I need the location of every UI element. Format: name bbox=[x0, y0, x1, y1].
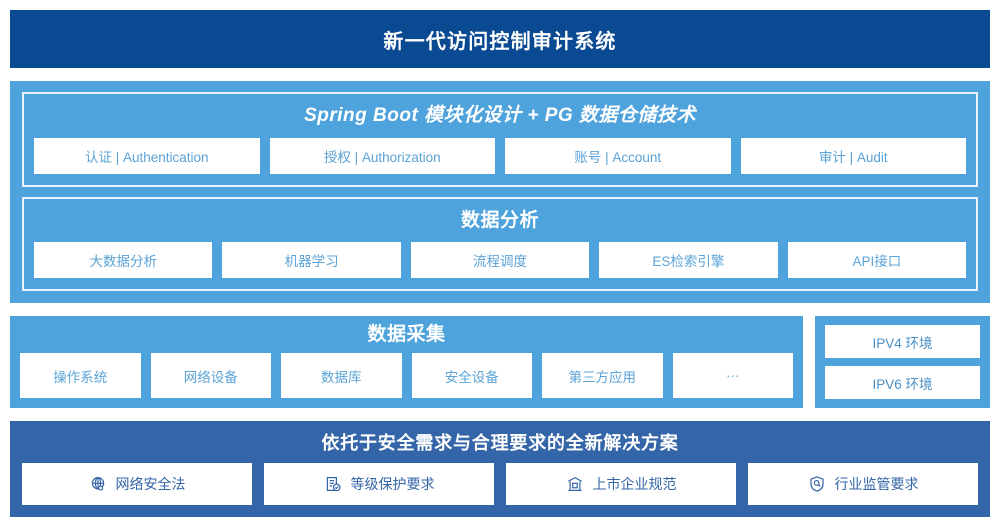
document-check-icon bbox=[324, 475, 342, 493]
card-industry-regulation[interactable]: 行业监管要求 bbox=[748, 463, 978, 506]
card-audit[interactable]: 审计 | Audit bbox=[740, 137, 966, 174]
shield-search-icon bbox=[808, 475, 826, 493]
globe-icon bbox=[89, 475, 107, 493]
card-label: 网络安全法 bbox=[115, 476, 186, 493]
data-collection-panel: 数据采集 操作系统 网络设备 数据库 安全设备 第三方应用 ··· bbox=[10, 316, 803, 409]
compliance-panel: 依托于安全需求与合理要求的全新解决方案 网络安全法 bbox=[10, 421, 990, 518]
header-bar: 新一代访问控制审计系统 bbox=[10, 10, 990, 68]
platform-panel: Spring Boot 模块化设计 + PG 数据仓储技术 认证 | Authe… bbox=[10, 81, 990, 304]
card-row-data-analysis: 大数据分析 机器学习 流程调度 ES检索引擎 API接口 bbox=[34, 242, 967, 279]
compliance-card-row: 网络安全法 等级保护要求 bbox=[22, 463, 978, 506]
card-label: 等级保护要求 bbox=[350, 476, 435, 493]
card-label: 行业监管要求 bbox=[834, 476, 919, 493]
collection-row: 数据采集 操作系统 网络设备 数据库 安全设备 第三方应用 ··· IPV4 环… bbox=[10, 316, 990, 409]
card-network-device[interactable]: 网络设备 bbox=[150, 352, 271, 399]
card-api-interface[interactable]: API接口 bbox=[787, 242, 967, 279]
group-spring-boot: Spring Boot 模块化设计 + PG 数据仓储技术 认证 | Authe… bbox=[22, 92, 978, 187]
card-machine-learning[interactable]: 机器学习 bbox=[222, 242, 401, 279]
card-more-ellipsis[interactable]: ··· bbox=[672, 352, 793, 399]
card-cybersecurity-law[interactable]: 网络安全法 bbox=[22, 463, 252, 506]
card-account[interactable]: 账号 | Account bbox=[505, 137, 731, 174]
group-title-data-collection: 数据采集 bbox=[367, 324, 446, 346]
card-label: 上市企业规范 bbox=[592, 476, 677, 493]
bank-building-icon bbox=[566, 475, 584, 493]
group-title-spring-boot: Spring Boot 模块化设计 + PG 数据仓储技术 bbox=[304, 105, 696, 126]
card-row-data-collection: 操作系统 网络设备 数据库 安全设备 第三方应用 ··· bbox=[20, 352, 793, 399]
card-ipv6-environment[interactable]: IPV6 环境 bbox=[825, 366, 980, 400]
card-classified-protection[interactable]: 等级保护要求 bbox=[264, 463, 494, 506]
card-third-party-app[interactable]: 第三方应用 bbox=[542, 352, 663, 399]
card-listed-enterprise-standard[interactable]: 上市企业规范 bbox=[506, 463, 736, 506]
environment-panel: IPV4 环境 IPV6 环境 bbox=[815, 316, 990, 409]
group-title-data-analysis: 数据分析 bbox=[460, 209, 539, 231]
card-authentication[interactable]: 认证 | Authentication bbox=[34, 137, 260, 174]
page-title: 新一代访问控制审计系统 bbox=[383, 30, 617, 53]
card-es-search-engine[interactable]: ES检索引擎 bbox=[599, 242, 778, 279]
compliance-title: 依托于安全需求与合理要求的全新解决方案 bbox=[321, 433, 679, 454]
card-row-spring-boot: 认证 | Authentication 授权 | Authorization 账… bbox=[34, 137, 966, 174]
group-data-analysis: 数据分析 大数据分析 机器学习 流程调度 ES检索引擎 API接口 bbox=[22, 196, 978, 292]
card-authorization[interactable]: 授权 | Authorization bbox=[269, 137, 495, 174]
card-security-device[interactable]: 安全设备 bbox=[411, 352, 532, 399]
card-database[interactable]: 数据库 bbox=[281, 352, 402, 399]
card-operating-system[interactable]: 操作系统 bbox=[20, 352, 141, 399]
card-ipv4-environment[interactable]: IPV4 环境 bbox=[825, 325, 980, 359]
card-big-data-analysis[interactable]: 大数据分析 bbox=[34, 242, 213, 279]
card-process-scheduling[interactable]: 流程调度 bbox=[410, 242, 590, 279]
